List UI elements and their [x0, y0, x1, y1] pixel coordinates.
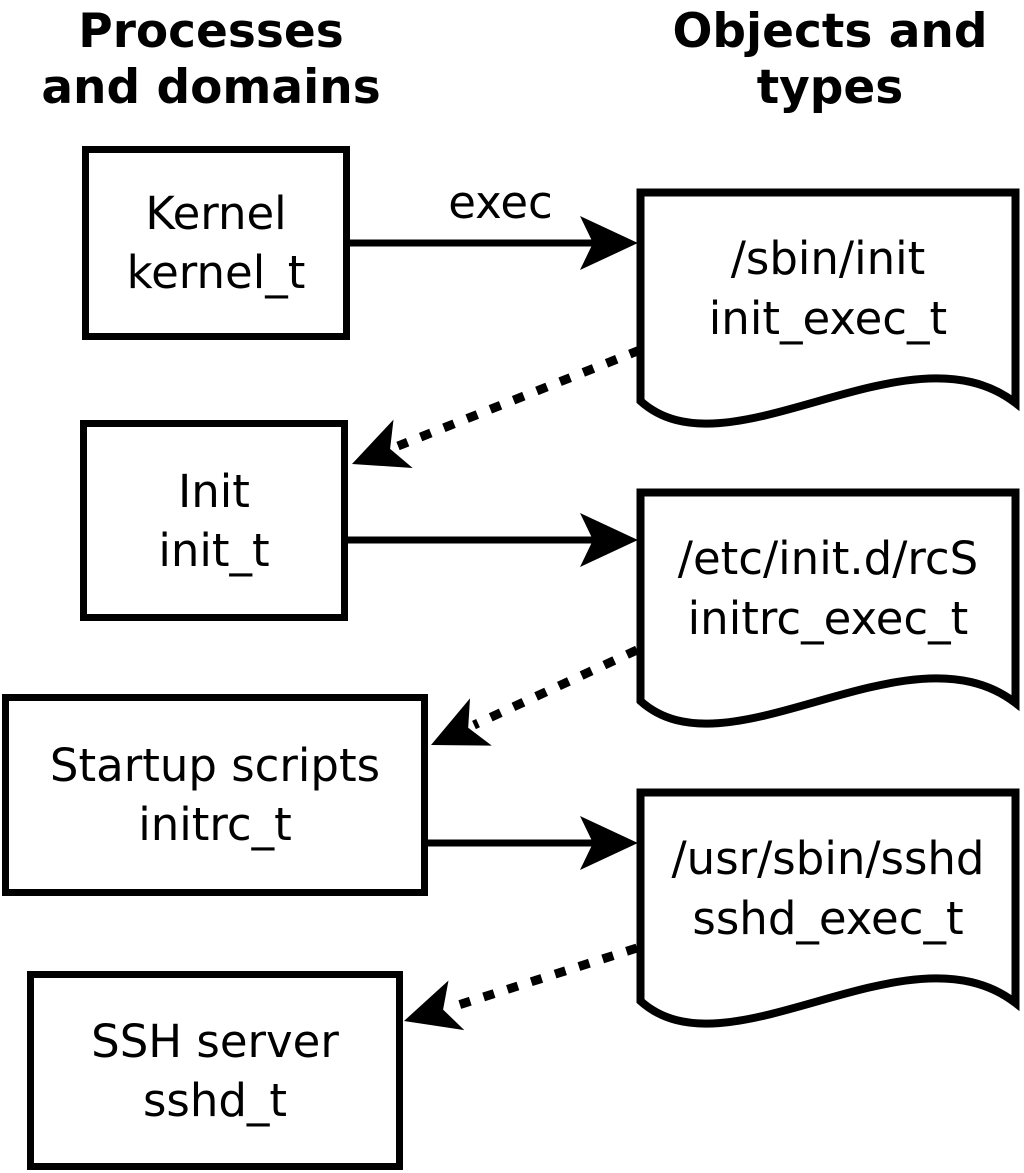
process-box-init: Init init_t: [80, 420, 348, 621]
object-type: init_exec_t: [708, 291, 948, 345]
object-path: /etc/init.d/rcS: [677, 531, 979, 585]
document-label: /etc/init.d/rcS initrc_exec_t: [636, 496, 1020, 681]
document-sbin-init: /sbin/init init_exec_t: [636, 188, 1020, 436]
document-shape: [636, 788, 1020, 1028]
domain-type: kernel_t: [126, 246, 306, 299]
transition-arrow-sbin-init-to-init-t: [352, 345, 642, 468]
document-usr-sbin-sshd: /usr/sbin/sshd sshd_exec_t: [636, 788, 1020, 1036]
process-box-startup-scripts: Startup scripts initrc_t: [2, 694, 428, 896]
process-name: Startup scripts: [49, 739, 381, 792]
process-name: SSH server: [91, 1014, 339, 1068]
document-label: /usr/sbin/sshd sshd_exec_t: [636, 796, 1020, 981]
process-name: Kernel: [145, 187, 287, 240]
document-label: /sbin/init init_exec_t: [636, 196, 1020, 381]
document-shape: [636, 188, 1020, 428]
object-path: /sbin/init: [730, 231, 926, 285]
object-type: sshd_exec_t: [692, 891, 964, 945]
document-shape: [636, 488, 1020, 728]
process-box-kernel: Kernel kernel_t: [82, 146, 350, 340]
process-name: Init: [178, 464, 250, 518]
document-etc-initd-rcs: /etc/init.d/rcS initrc_exec_t: [636, 488, 1020, 736]
transition-arrow-sshd-to-sshd-t: [404, 943, 639, 1031]
exec-arrow-init-to-rcs: [347, 513, 638, 567]
object-path: /usr/sbin/sshd: [671, 831, 985, 885]
process-box-ssh-server: SSH server sshd_t: [27, 971, 403, 1170]
transition-arrow-rcs-to-initrc-t: [431, 645, 639, 746]
domain-type: sshd_t: [142, 1073, 288, 1127]
domain-type: initrc_t: [138, 798, 292, 851]
domain-type: init_t: [158, 523, 270, 577]
object-type: initrc_exec_t: [687, 591, 969, 645]
column-header-objects-and-types: Objects and types: [672, 4, 988, 115]
exec-arrow-label: exec: [448, 176, 553, 229]
column-header-processes-and-domains: Processes and domains: [41, 4, 381, 115]
exec-arrow-initrc-to-sshd: [428, 816, 638, 870]
